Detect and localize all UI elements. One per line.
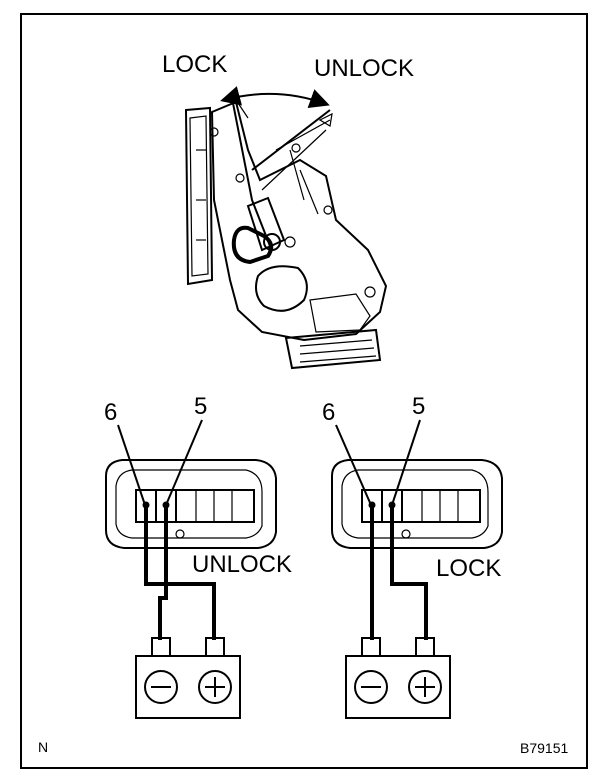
right-battery [345,637,451,719]
rotation-arrow [220,86,330,108]
left-wiring [144,505,216,640]
lock-direction-label: LOCK [162,51,227,78]
unlock-direction-label: UNLOCK [314,55,414,82]
left-pin-6-leader [117,424,146,506]
right-pin-6-label: 6 [322,399,335,426]
left-pin-5-label: 5 [194,393,207,420]
left-battery [135,637,241,719]
right-pin-5-label: 5 [412,393,425,420]
right-negative-terminal-icon [354,670,388,704]
left-positive-terminal-icon [198,670,232,704]
left-pin-6-label: 6 [104,399,117,426]
door-lock-actuator [184,97,388,370]
right-wiring [370,505,428,640]
left-connector [105,459,277,549]
footer-code: N [38,739,48,755]
right-state-label: LOCK [436,555,501,582]
left-state-label: UNLOCK [192,551,292,578]
right-positive-terminal-icon [408,670,442,704]
right-pin-6-leader [335,424,372,506]
figure-frame [20,13,588,769]
right-pin-5-leader [391,419,421,506]
left-negative-terminal-icon [144,670,178,704]
figure-id: B79151 [520,740,568,756]
left-pin-5-leader [165,419,203,506]
